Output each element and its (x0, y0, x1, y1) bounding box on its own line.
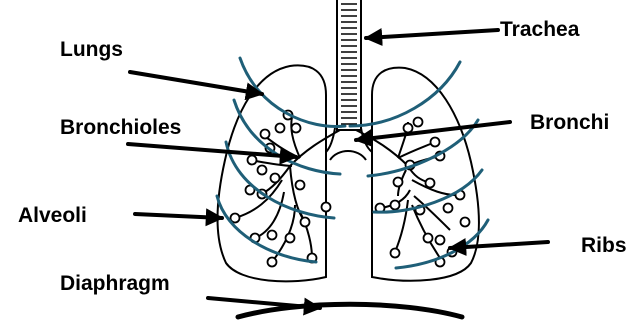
alveolus (414, 118, 423, 127)
diaphragm-arrow (208, 298, 320, 308)
alveolus (431, 138, 440, 147)
label-ribs: Ribs (581, 234, 627, 257)
alveolus (292, 124, 301, 133)
alveolus (248, 156, 257, 165)
lungs-arrow (130, 72, 262, 94)
alveolus (424, 234, 433, 243)
label-alveoli: Alveoli (18, 204, 87, 227)
alveoli-arrow (135, 214, 222, 218)
diaphragm-curve (238, 304, 462, 317)
alveolus (296, 181, 305, 190)
alveolus (286, 234, 295, 243)
cardiac-notch (326, 128, 372, 160)
left-lung (218, 65, 326, 281)
alveolus (426, 179, 435, 188)
alveolus (391, 249, 400, 258)
alveolus (391, 201, 400, 210)
alveolus (322, 203, 331, 212)
alveolus (461, 218, 470, 227)
trachea (337, 0, 361, 130)
label-bronchi: Bronchi (530, 111, 609, 134)
alveolus (301, 218, 310, 227)
alveolus (261, 130, 270, 139)
alveolus (271, 174, 280, 183)
alveolus (444, 204, 453, 213)
label-lungs: Lungs (60, 38, 123, 61)
alveolus (268, 231, 277, 240)
label-trachea: Trachea (500, 18, 580, 41)
alveolus (276, 124, 285, 133)
alveolus (231, 214, 240, 223)
trachea-tube (337, 0, 361, 130)
alveolus (394, 178, 403, 187)
alveolus (258, 166, 267, 175)
alveolus (404, 124, 413, 133)
trachea-arrow (366, 30, 498, 38)
alveolus (268, 258, 277, 267)
trachea-rings (341, 4, 357, 124)
label-bronchioles: Bronchioles (60, 116, 181, 139)
alveolus (436, 236, 445, 245)
label-diaphragm: Diaphragm (60, 272, 170, 295)
